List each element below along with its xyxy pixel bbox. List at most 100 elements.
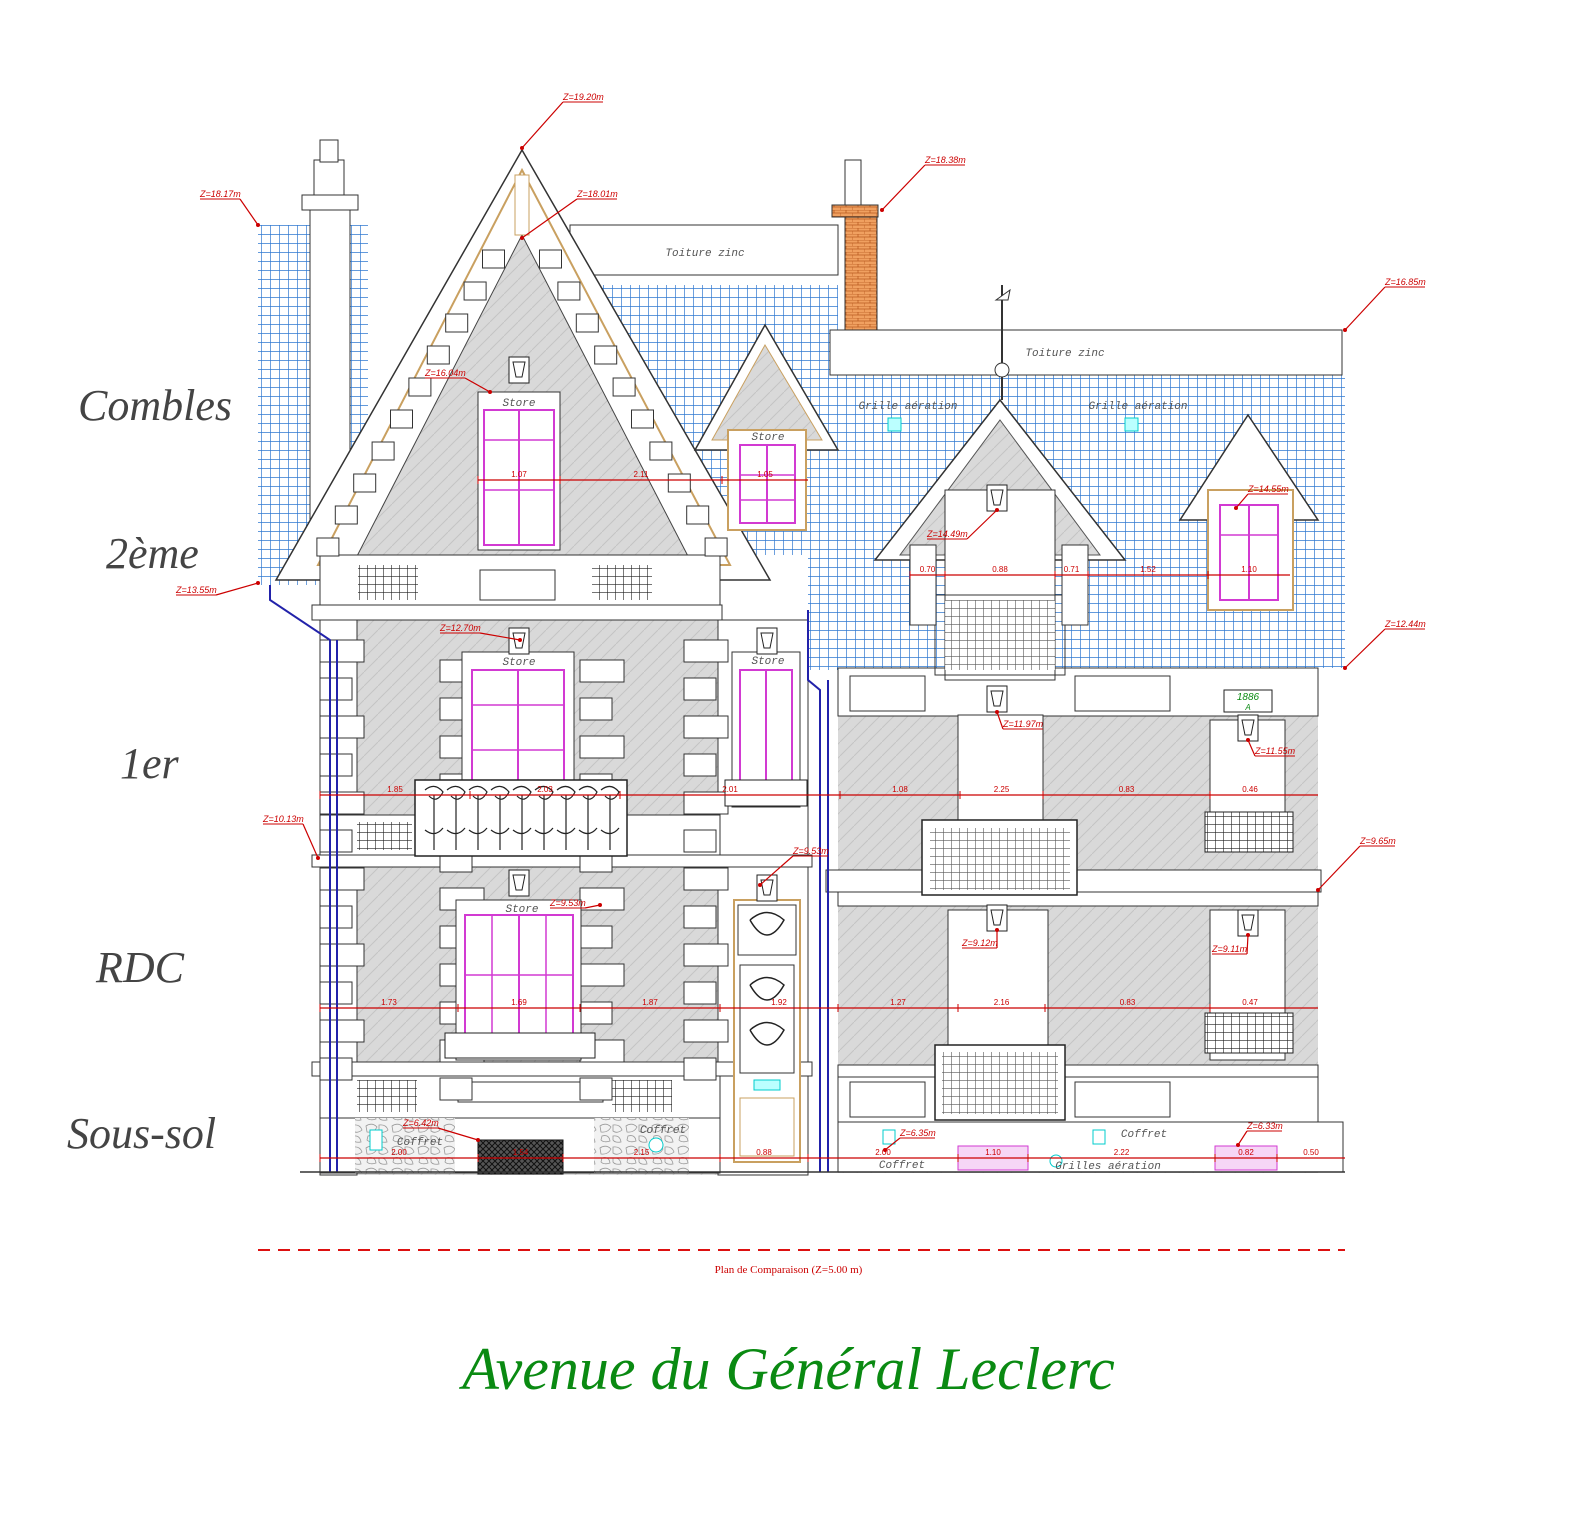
- dimension-value: 0.46: [1242, 785, 1258, 794]
- date-plaque: 1886: [1237, 692, 1260, 703]
- dimension-value: 1.92: [771, 998, 787, 1007]
- keystone-inner: [990, 909, 1004, 926]
- store-label-1er: Store: [502, 657, 535, 669]
- elevation-label: Z=18.01m: [576, 189, 618, 199]
- quoin-stone: [439, 1077, 473, 1101]
- elevation-leader: [1317, 845, 1361, 891]
- coffret-label-2: Coffret: [640, 1125, 686, 1137]
- rail-scroll: [578, 785, 598, 850]
- quoin-stone: [683, 1057, 717, 1081]
- dimension-value: 0.83: [1119, 785, 1135, 794]
- elevation-arrowhead: [1246, 738, 1250, 742]
- elevation-leader: [521, 101, 564, 149]
- dimension-value: 2.03: [537, 785, 553, 794]
- quoin-stone: [319, 943, 365, 967]
- quoin-stone: [390, 409, 413, 429]
- dimension-value: 0.82: [1238, 1148, 1254, 1157]
- store-label-combles: Store: [502, 398, 535, 410]
- elevation-arrowhead: [1343, 666, 1347, 670]
- quoin-stone: [371, 441, 395, 461]
- elevation-marker: Z=9.12m: [961, 928, 999, 949]
- elevation-arrowhead: [256, 581, 260, 585]
- quoin-stone: [683, 753, 717, 777]
- quoin-stone: [463, 281, 487, 301]
- elevation-leader: [215, 582, 259, 596]
- quoin-stone: [334, 505, 358, 525]
- grille-label-1: Grille aération: [858, 401, 957, 413]
- quoin-stone: [683, 981, 717, 1005]
- keystone: [986, 685, 1008, 713]
- elevation-marker: Z=9.65m: [1316, 836, 1396, 892]
- quoin-stone: [631, 409, 654, 429]
- rail-scroll: [424, 785, 444, 850]
- elevation-arrowhead: [880, 208, 884, 212]
- window-1er-left: Store: [461, 651, 575, 803]
- elevation-leader: [1344, 628, 1386, 669]
- dimension-value: 1.10: [985, 1148, 1001, 1157]
- quoin-stone: [408, 377, 432, 397]
- elevation-label: Z=9.11m: [1211, 944, 1248, 954]
- keystone-inner: [760, 632, 774, 649]
- elevation-label: Z=14.49m: [926, 529, 968, 539]
- roof-zinc-left: Toiture zinc: [569, 224, 839, 276]
- keystone: [756, 627, 778, 655]
- level-label-rdc: RDC: [96, 943, 184, 992]
- quoin-stone: [579, 887, 625, 911]
- elevation-arrowhead: [518, 638, 522, 642]
- elevation-marker: Z=19.20m: [520, 92, 604, 150]
- keystone: [986, 904, 1008, 932]
- quoin-stone: [426, 345, 450, 365]
- dimension-value: 0.88: [992, 565, 1008, 574]
- grille-label-2: Grille aération: [1088, 401, 1187, 413]
- keystone: [508, 356, 530, 384]
- level-label-1er: 1er: [120, 739, 179, 788]
- keystone-inner: [512, 632, 526, 649]
- keystone-inner: [1241, 914, 1255, 931]
- elevation-arrowhead: [1343, 328, 1347, 332]
- elevation-arrowhead: [476, 1138, 480, 1142]
- elevation-arrowhead: [520, 146, 524, 150]
- elevation-marker: Z=16.04m: [424, 368, 492, 394]
- keystone-inner: [1241, 719, 1255, 736]
- elevation-marker: Z=14.49m: [926, 508, 999, 540]
- rail-scroll: [600, 785, 620, 850]
- rail-scroll: [490, 785, 510, 850]
- elevation-label: Z=11.55m: [1254, 746, 1296, 756]
- reference-plane-label: Plan de Comparaison (Z=5.00 m): [714, 1264, 863, 1276]
- keystone-inner: [512, 361, 526, 378]
- elevation-label: Z=11.97m: [1002, 719, 1044, 729]
- elevation-marker: Z=9.11m: [1211, 933, 1250, 955]
- window-rdc-left: Store: [444, 899, 596, 1061]
- quoin-stone: [579, 697, 613, 721]
- quoin-stone: [612, 377, 636, 397]
- quoin-stone: [579, 925, 613, 949]
- keystone-inner: [760, 879, 774, 896]
- quoin-stone: [667, 473, 691, 493]
- elevation-arrowhead: [758, 883, 762, 887]
- quoin-stone: [579, 735, 625, 759]
- elevation-leader: [521, 198, 578, 239]
- elevation-arrowhead: [520, 236, 524, 240]
- chimney-right: [831, 159, 879, 331]
- elevation-arrowhead: [1234, 506, 1238, 510]
- dimension-value: 2.16: [994, 998, 1010, 1007]
- elevation-marker: Z=18.17m: [199, 189, 260, 227]
- elevation-leader: [1247, 739, 1256, 757]
- elevation-label: Z=14.55m: [1247, 484, 1289, 494]
- dimension-value: 2.15: [634, 1148, 650, 1157]
- elevation-label: Z=13.55m: [175, 585, 217, 595]
- elevation-marker: Z=11.55m: [1246, 738, 1296, 757]
- window-1er-far-right: 1886 A: [1204, 689, 1294, 853]
- quoin-stone: [683, 715, 729, 739]
- quoin-stone: [445, 313, 469, 333]
- elevation-leader: [966, 509, 998, 540]
- elevation-leader: [884, 1137, 901, 1151]
- dimension-value: 0.70: [920, 565, 936, 574]
- quoin-stone: [704, 537, 728, 557]
- elevation-label: Z=16.04m: [424, 368, 466, 378]
- elevation-arrowhead: [1236, 1143, 1240, 1147]
- quoin-stone: [316, 537, 340, 557]
- roof-vent-1: [887, 417, 902, 432]
- quoin-stone: [683, 829, 717, 853]
- rail-scroll: [556, 785, 576, 850]
